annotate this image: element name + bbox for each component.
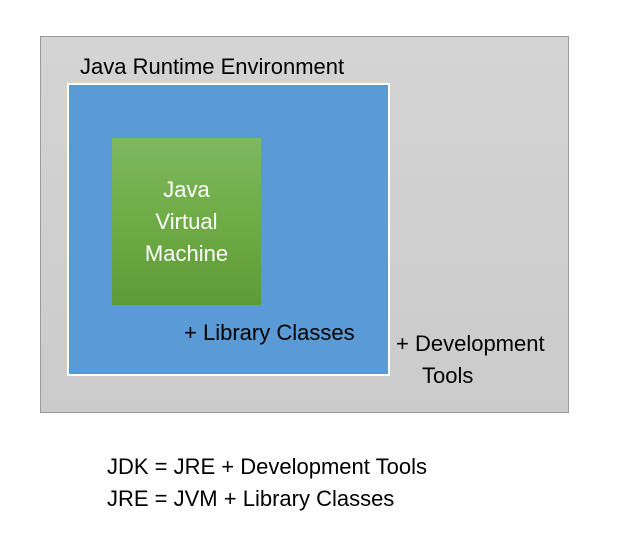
jvm-label-line: Java xyxy=(163,177,210,202)
jvm-label-line: Virtual xyxy=(155,209,218,234)
development-tools-label: + Development Tools xyxy=(396,328,576,392)
formula-jre: JRE = JVM + Library Classes xyxy=(107,486,395,511)
development-tools-line: Tools xyxy=(422,363,474,388)
development-tools-line: + Development xyxy=(396,331,545,356)
jre-title: Java Runtime Environment xyxy=(80,54,345,79)
formula-jdk: JDK = JRE + Development Tools xyxy=(107,454,427,479)
jvm-label-line: Machine xyxy=(144,241,229,266)
jvm-label: Java Virtual Machine xyxy=(112,174,261,270)
formulas: JDK = JRE + Development Tools JRE = JVM … xyxy=(107,451,427,515)
jvm-box xyxy=(112,138,261,305)
library-classes-label: + Library Classes xyxy=(184,320,355,345)
